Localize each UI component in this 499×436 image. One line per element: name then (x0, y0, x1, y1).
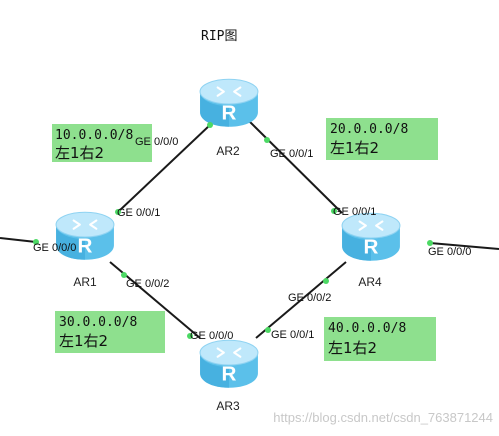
router-ar1[interactable]: AR1 (55, 211, 115, 289)
network-note: 左1右2 (55, 144, 104, 162)
network-address: 10.0.0.0/8 (55, 128, 133, 143)
network-label-40: 40.0.0.0/8 左1右2 (324, 317, 436, 361)
router-icon (199, 339, 259, 389)
router-label: AR1 (73, 275, 97, 289)
router-label: AR4 (358, 275, 382, 289)
port-dot (207, 122, 213, 128)
port-label-ar2-ge001: GE 0/0/1 (270, 148, 313, 160)
port-label-ar3-ge000: GE 0/0/0 (190, 330, 233, 342)
network-label-30: 30.0.0.0/8 左1右2 (55, 311, 165, 353)
link-ar1-ar2 (117, 124, 211, 213)
link-ar3-ar4 (255, 261, 347, 339)
link-ar4-external (429, 242, 499, 250)
port-label-ar1-ge000: GE 0/0/0 (33, 242, 76, 254)
port-label-ar4-ge001: GE 0/0/1 (333, 206, 376, 218)
port-label-ar4-ge002: GE 0/0/2 (288, 292, 331, 304)
router-icon (341, 212, 401, 262)
port-dot (323, 278, 329, 284)
port-dot (33, 239, 39, 245)
port-dot (187, 333, 193, 339)
network-note: 左1右2 (328, 339, 377, 357)
router-ar3[interactable]: AR3 (199, 339, 259, 413)
router-label: AR3 (216, 399, 240, 413)
network-address: 20.0.0.0/8 (330, 122, 408, 137)
network-label-10: 10.0.0.0/8 左1右2 (52, 124, 152, 162)
port-label-ar3-ge001: GE 0/0/1 (271, 329, 314, 341)
port-dot (115, 209, 121, 215)
router-ar4[interactable]: AR4 (341, 212, 401, 289)
link-ar1-external (0, 237, 37, 243)
port-dot (265, 327, 271, 333)
port-dots (33, 122, 433, 339)
port-label-ar1-ge001: GE 0/0/1 (117, 207, 160, 219)
network-note: 左1右2 (59, 332, 108, 350)
watermark: https://blog.csdn.net/csdn_763871244 (273, 410, 493, 425)
router-ar2[interactable]: AR2 (199, 78, 259, 158)
port-dot (264, 137, 270, 143)
diagram-title: RIP图 (201, 29, 237, 44)
link-ar2-ar4 (245, 117, 343, 214)
port-dot (427, 240, 433, 246)
network-address: 30.0.0.0/8 (59, 315, 137, 330)
network-label-20: 20.0.0.0/8 左1右2 (326, 118, 438, 160)
network-note: 左1右2 (330, 139, 379, 157)
network-address: 40.0.0.0/8 (328, 321, 406, 336)
port-label-ar1-ge002: GE 0/0/2 (126, 278, 169, 290)
router-icon (199, 78, 259, 128)
router-label: AR2 (216, 144, 240, 158)
port-label-ar2-ge000: GE 0/0/0 (135, 136, 178, 148)
port-label-ar4-ge000: GE 0/0/0 (428, 246, 471, 258)
port-dot (331, 208, 337, 214)
port-dot (121, 272, 127, 278)
